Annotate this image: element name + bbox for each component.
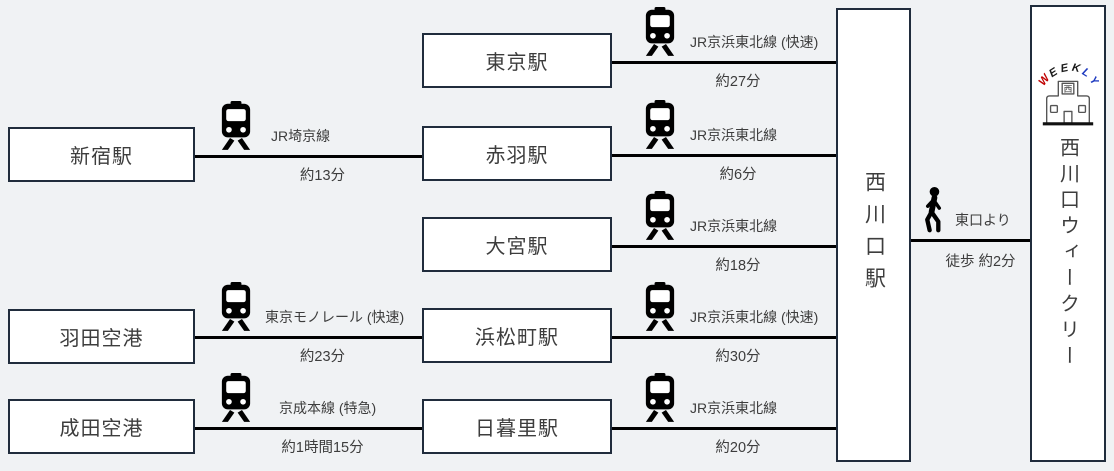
route-line <box>612 154 836 157</box>
route-duration: 約18分 <box>715 258 761 274</box>
route-duration: 約20分 <box>715 440 761 456</box>
svg-text:西: 西 <box>1064 84 1073 94</box>
route-line-name: JR埼京線 <box>271 128 331 144</box>
train-icon <box>641 100 679 150</box>
walk-label: 東口より <box>955 212 1011 228</box>
route-line-name: 東京モノレール (快速) <box>265 309 405 325</box>
train-icon <box>217 373 255 423</box>
train-icon <box>217 101 255 151</box>
route-duration: 約1時間15分 <box>281 440 364 456</box>
route-duration: 約13分 <box>299 168 346 184</box>
route-haneda-hamamatsucho: 東京モノレール (快速) 約23分 <box>195 276 422 372</box>
station-box-nippori: 日暮里駅 <box>422 399 612 454</box>
destination-box-nishikawaguchi-weekly: W E E K L Y 西 西川口ウィークリー <box>1030 5 1106 462</box>
route-line-name: JR京浜東北線 <box>690 400 778 416</box>
train-icon <box>641 282 679 332</box>
train-icon <box>641 373 679 423</box>
station-box-akabane: 赤羽駅 <box>422 126 612 181</box>
route-nippori-nishikawaguchi: JR京浜東北線 約20分 <box>612 367 836 463</box>
station-box-tokyo: 東京駅 <box>422 33 612 88</box>
svg-text:Y: Y <box>1087 74 1099 88</box>
weekly-building-logo-icon: W E E K L Y 西 <box>1037 62 1099 126</box>
route-line <box>195 155 422 158</box>
route-line <box>612 336 836 339</box>
station-box-shinjuku: 新宿駅 <box>8 127 195 182</box>
station-name: 新宿駅 <box>70 146 133 168</box>
station-name: 羽田空港 <box>59 328 144 350</box>
station-name: 赤羽駅 <box>485 145 549 167</box>
station-box-narita-airport: 成田空港 <box>8 399 195 454</box>
route-line-name: JR京浜東北線 <box>690 127 778 143</box>
route-narita-nippori: 京成本線 (特急) 約1時間15分 <box>195 367 422 463</box>
station-name: 浜松町駅 <box>475 327 559 349</box>
route-duration: 約23分 <box>299 349 346 365</box>
route-line <box>612 61 836 64</box>
route-line <box>195 427 422 430</box>
station-box-hamamatsucho: 浜松町駅 <box>422 308 612 363</box>
route-duration: 約6分 <box>719 167 757 183</box>
walk-duration: 徒歩 約2分 <box>945 254 1016 270</box>
route-duration: 約30分 <box>715 349 761 365</box>
route-tokyo-nishikawaguchi: JR京浜東北線 (快速) 約27分 <box>612 1 836 97</box>
route-walk-east-exit: 東口より 徒歩 約2分 <box>911 178 1030 278</box>
route-omiya-nishikawaguchi: JR京浜東北線 約18分 <box>612 185 836 281</box>
train-icon <box>641 7 679 57</box>
route-hamamatsucho-nishikawaguchi: JR京浜東北線 (快速) 約30分 <box>612 276 836 372</box>
route-line <box>911 239 1030 242</box>
route-line-name: JR京浜東北線 <box>690 218 778 234</box>
route-line-name: JR京浜東北線 (快速) <box>690 309 819 325</box>
route-shinjuku-akabane: JR埼京線 約13分 <box>195 95 422 191</box>
station-name: 西川口駅 <box>862 171 886 299</box>
train-icon <box>217 282 255 332</box>
route-line <box>195 336 422 339</box>
route-line-name: 京成本線 (特急) <box>279 400 377 416</box>
train-icon <box>641 191 679 241</box>
route-line-name: JR京浜東北線 (快速) <box>690 34 819 50</box>
route-akabane-nishikawaguchi: JR京浜東北線 約6分 <box>612 94 836 190</box>
station-name: 大宮駅 <box>485 236 549 258</box>
svg-text:L: L <box>1080 66 1092 80</box>
route-line <box>612 245 836 248</box>
station-box-nishikawaguchi: 西川口駅 <box>836 8 911 462</box>
svg-text:E: E <box>1060 62 1070 75</box>
station-name: 東京駅 <box>485 52 549 74</box>
svg-text:K: K <box>1071 62 1082 75</box>
destination-name: 西川口ウィークリー <box>1056 137 1079 371</box>
route-line <box>612 427 836 430</box>
station-name: 成田空港 <box>59 418 144 440</box>
station-box-haneda-airport: 羽田空港 <box>8 309 195 364</box>
walking-person-icon <box>920 186 947 236</box>
station-box-omiya: 大宮駅 <box>422 217 612 272</box>
route-duration: 約27分 <box>715 74 761 90</box>
station-name: 日暮里駅 <box>475 418 559 440</box>
